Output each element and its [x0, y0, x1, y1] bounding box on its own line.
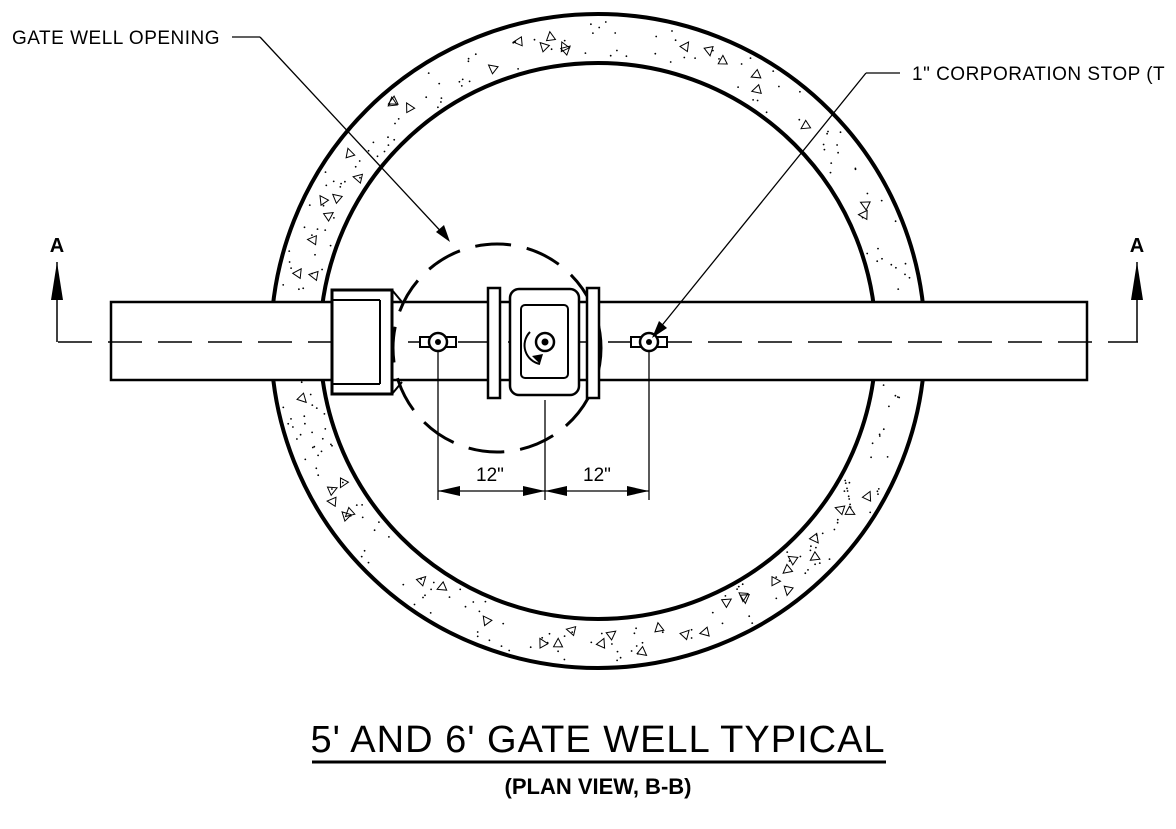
valve-bonnet	[520, 304, 569, 379]
corporation-stop-left	[419, 331, 457, 353]
valve-rotation-arrow-icon	[523, 331, 541, 365]
valve-flange-left	[486, 286, 502, 400]
gate-valve	[486, 286, 601, 400]
dimension-lines	[437, 352, 650, 500]
section-arrow-right	[1131, 262, 1143, 300]
concrete-stipple	[282, 21, 911, 662]
dimension-left: 12"	[476, 465, 504, 486]
corporation-stop-callout: 1" CORPORATION STOP (T	[912, 64, 1165, 85]
section-cut-right	[1131, 262, 1143, 342]
leader-gate-well-opening	[232, 36, 450, 242]
gate-well-opening-callout: GATE WELL OPENING	[12, 28, 220, 49]
leader-corporation-stop	[652, 72, 900, 338]
corporation-stop-right	[630, 331, 668, 353]
section-marker-left: A	[50, 235, 64, 257]
wall-sleeve	[330, 288, 403, 396]
section-cut-left	[51, 262, 63, 342]
dimension-right: 12"	[583, 465, 611, 486]
valve-stem-nut-icon	[534, 331, 556, 353]
drawing-subtitle: (PLAN VIEW, B-B)	[505, 774, 692, 799]
drawing-title: 5' AND 6' GATE WELL TYPICAL	[310, 719, 885, 761]
section-arrow-left	[51, 262, 63, 300]
section-marker-right: A	[1130, 235, 1144, 257]
valve-flange-right	[585, 286, 601, 400]
